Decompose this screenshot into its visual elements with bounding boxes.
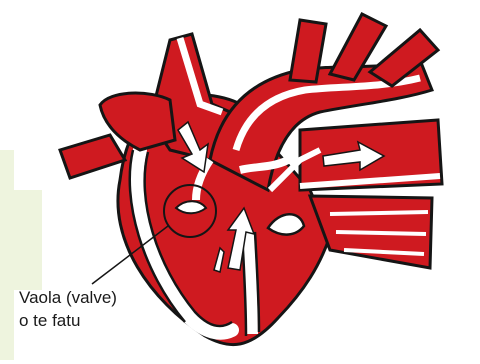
left-vessel xyxy=(60,135,125,178)
valve-label: Vaola (valve) o te fatu xyxy=(19,286,117,332)
heart-septum xyxy=(248,232,252,334)
valve-label-line2: o te fatu xyxy=(19,309,117,332)
valve-label-line1: Vaola (valve) xyxy=(19,286,117,309)
background-green-patch xyxy=(14,190,42,290)
background-green-patch xyxy=(0,150,14,360)
